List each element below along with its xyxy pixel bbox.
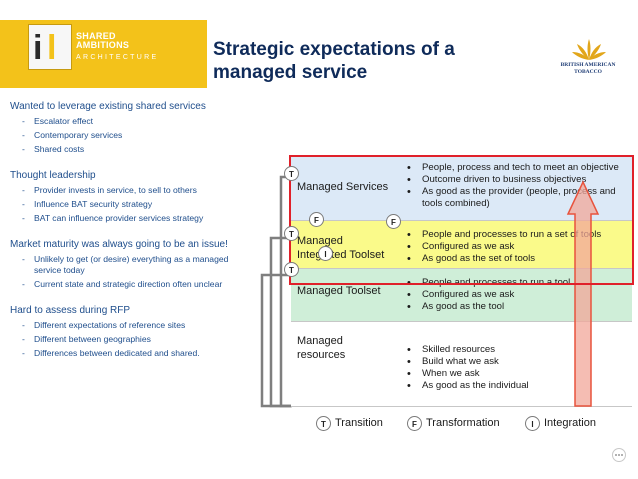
section-heading: Wanted to leverage existing shared servi… <box>10 101 206 112</box>
bullet-item: Different expectations of reference site… <box>10 320 240 331</box>
row-points: Skilled resources Build what we ask When… <box>401 344 629 392</box>
bullet-item: Current state and strategic direction of… <box>10 279 240 290</box>
row-managed-services: Managed Services People, process and tec… <box>291 157 632 221</box>
legend-label: Integration <box>544 417 596 429</box>
bullet-item: Provider invests in service, to sell to … <box>10 185 240 196</box>
bullet-list: Unlikely to get (or desire) everything a… <box>10 254 240 290</box>
row-points: People and processes to run a set of too… <box>401 229 629 265</box>
section-market-maturity: Market maturity was always going to be a… <box>10 239 240 290</box>
bullet-item: Different between geographies <box>10 334 240 345</box>
transition-badge: T <box>284 262 299 277</box>
section-heading: Thought leadership <box>10 170 96 181</box>
section-heading: Market maturity was always going to be a… <box>10 239 228 250</box>
slide-menu-icon[interactable] <box>612 448 626 462</box>
row-point: People, process and tech to meet an obje… <box>401 162 629 174</box>
page-title: Strategic expectations of a managed serv… <box>213 39 455 83</box>
section-rfp: Hard to assess during RFP Different expe… <box>10 305 240 359</box>
transition-badge: T <box>316 416 331 431</box>
transformation-badge: F <box>386 214 401 229</box>
row-point: Skilled resources <box>401 344 629 356</box>
maturity-arrow <box>566 180 600 407</box>
integration-badge: I <box>318 246 333 261</box>
shared-ambitions-logo: i l SHARED AMBITIONS ARCHITECTURE <box>28 24 156 70</box>
logo-line-1: SHARED <box>76 31 116 41</box>
partner-name: BRITISH AMERICAN TOBACCO <box>556 62 620 76</box>
row-point: Configured as we ask <box>401 241 629 253</box>
section-thought-leadership: Thought leadership Provider invests in s… <box>10 170 240 224</box>
row-point: As good as the tool <box>401 301 629 313</box>
row-point: When we ask <box>401 368 629 380</box>
row-label: Managed Toolset <box>297 285 381 297</box>
partner-line-2: TOBACCO <box>574 69 602 75</box>
bullet-item: Contemporary services <box>10 130 240 141</box>
row-point: Configured as we ask <box>401 289 629 301</box>
bullet-item: Differences between dedicated and shared… <box>10 348 240 359</box>
row-point: As good as the provider (people, process… <box>401 186 629 210</box>
bullet-item: Influence BAT security strategy <box>10 199 240 210</box>
transition-badge: T <box>284 166 299 181</box>
left-text-column: Wanted to leverage existing shared servi… <box>10 101 240 374</box>
logo-line-3: ARCHITECTURE <box>76 54 159 61</box>
row-label: Managed Services <box>297 181 389 193</box>
integration-badge: I <box>525 416 540 431</box>
logo-line-2: AMBITIONS <box>76 40 130 50</box>
row-point: Build what we ask <box>401 356 629 368</box>
transition-badge: T <box>284 226 299 241</box>
highlight-box <box>289 155 634 285</box>
bullet-item: Escalator effect <box>10 116 240 127</box>
logo-letter-l: l <box>47 29 57 67</box>
transformation-badge: F <box>407 416 422 431</box>
row-point: People and processes to run a set of too… <box>401 229 629 241</box>
bullet-list: Different expectations of reference site… <box>10 320 240 359</box>
bullet-list: Escalator effect Contemporary services S… <box>10 116 240 155</box>
bullet-item: Unlikely to get (or desire) everything a… <box>10 254 240 276</box>
bullet-item: BAT can influence provider services stra… <box>10 213 240 224</box>
logo-text: SHARED AMBITIONS <box>76 32 129 50</box>
logo-letter-i: i <box>33 29 43 67</box>
section-shared-services: Wanted to leverage existing shared servi… <box>10 101 240 155</box>
row-point: Outcome driven to business objectives <box>401 174 629 186</box>
row-point: As good as the individual <box>401 380 629 392</box>
bullet-item: Shared costs <box>10 144 240 155</box>
row-point: As good as the set of tools <box>401 253 629 265</box>
row-label: Managed resources <box>297 335 346 361</box>
section-heading: Hard to assess during RFP <box>10 305 131 316</box>
legend-label: Transition <box>335 417 383 429</box>
transformation-badge: F <box>309 212 324 227</box>
bullet-list: Provider invests in service, to sell to … <box>10 185 240 224</box>
row-points: People, process and tech to meet an obje… <box>401 162 629 210</box>
partner-line-1: BRITISH AMERICAN <box>560 62 616 68</box>
bat-leaf-icon <box>572 39 606 60</box>
logo-mark: i l <box>28 24 72 70</box>
legend-label: Transformation <box>426 417 500 429</box>
